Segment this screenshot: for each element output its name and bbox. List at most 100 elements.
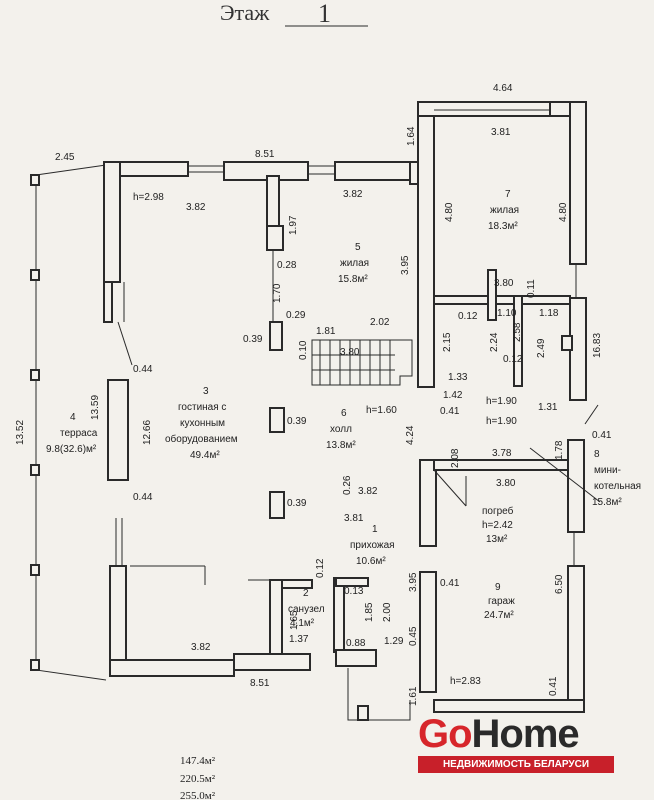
svg-text:9.8(32.6)м²: 9.8(32.6)м² [46, 444, 97, 455]
wall [567, 439, 585, 533]
wall [269, 579, 283, 655]
wall [433, 699, 585, 713]
dim-label: 1.70 [272, 283, 283, 303]
total-area-3: 255.0м² [180, 790, 216, 800]
svg-text:3: 3 [203, 386, 209, 397]
dim-label: 3.80 [340, 347, 360, 358]
dim-label: 8.51 [255, 149, 275, 160]
dim-label: 3.80 [496, 478, 516, 489]
room-3-label: 3 гостиная с кухонным оборудованием 49.4… [165, 386, 238, 461]
dim-label: 0.41 [440, 578, 460, 589]
dim-label: 1.65 [289, 610, 300, 630]
door-swing [433, 469, 467, 507]
dim-label: 1.42 [443, 390, 463, 401]
wall [269, 321, 283, 351]
dim-label: 0.41 [548, 676, 559, 696]
porch-outline [347, 668, 411, 721]
dim-label: 8.51 [250, 678, 270, 689]
logo-wordmark: GoHome [418, 712, 580, 756]
logo-tagline: НЕДВИЖИМОСТЬ БЕЛАРУСИ [418, 756, 614, 773]
wall [335, 577, 369, 587]
dim-label: 3.78 [492, 448, 512, 459]
svg-text:18.3м²: 18.3м² [488, 221, 518, 232]
column [107, 379, 129, 481]
leader-line [584, 404, 599, 425]
wall [333, 577, 345, 653]
svg-text:мини-: мини- [594, 465, 621, 476]
total-area-1: 147.4м² [180, 755, 216, 767]
svg-text:13м²: 13м² [486, 534, 508, 545]
dim-label: 3.82 [343, 189, 363, 200]
wall [513, 295, 523, 387]
dim-label: 0.10 [298, 340, 309, 360]
wall [103, 161, 121, 283]
svg-text:2: 2 [303, 588, 309, 599]
svg-text:8: 8 [594, 449, 600, 460]
stairs [311, 339, 413, 386]
wall [487, 269, 497, 321]
dim-label: 2.45 [55, 152, 75, 163]
dim-label: 4.80 [444, 202, 455, 222]
window [103, 281, 113, 323]
dim-label: 0.11 [526, 279, 537, 298]
dim-label: 2.49 [536, 338, 547, 358]
svg-text:жилая: жилая [490, 205, 519, 216]
dim-label: 4.80 [558, 202, 569, 222]
svg-text:жилая: жилая [340, 258, 369, 269]
room-5-label: 5 жилая 15.8м² [338, 242, 369, 285]
total-area-2: 220.5м² [180, 773, 216, 785]
dim-label: 3.95 [400, 255, 411, 275]
dim-label: h=1.60 [366, 405, 397, 416]
dim-label: 0.41 [440, 406, 460, 417]
dim-label: 3.82 [358, 486, 378, 497]
dim-label: 0.39 [287, 416, 307, 427]
column [269, 407, 285, 433]
door-swing [117, 321, 133, 366]
dim-label: 2.15 [442, 332, 453, 352]
floor-title-label: Этаж [220, 0, 270, 25]
dim-label: 3.95 [408, 572, 419, 592]
dim-label: h=2.98 [133, 192, 164, 203]
cellar-label: погреб h=2.42 13м² [482, 505, 514, 545]
dim-label: 1.18 [539, 308, 559, 319]
wall [233, 653, 311, 671]
svg-text:10.6м²: 10.6м² [356, 556, 386, 567]
wall [266, 175, 280, 227]
svg-text:оборудованием: оборудованием [165, 433, 238, 445]
dim-label: 13.59 [90, 395, 101, 420]
dim-label: 3.82 [186, 202, 206, 213]
svg-text:15.8м²: 15.8м² [592, 497, 622, 508]
dim-label: 0.29 [286, 310, 306, 321]
svg-text:гараж: гараж [488, 596, 515, 607]
dim-label: 3.82 [191, 642, 211, 653]
dim-label: 1.61 [408, 686, 419, 706]
svg-text:гостиная с: гостиная с [178, 402, 226, 413]
porch-post [357, 705, 369, 721]
room-1-label: 1 прихожая 10.6м² [350, 524, 395, 567]
dim-label: 1.37 [289, 634, 309, 645]
room-2-label: 2 санузел 4.1м² [288, 588, 325, 629]
terrace-post [30, 369, 40, 381]
wall [335, 649, 377, 667]
svg-text:5: 5 [355, 242, 361, 253]
svg-text:санузел: санузел [288, 604, 325, 615]
dim-label: 1.29 [384, 636, 404, 647]
svg-text:1: 1 [372, 524, 378, 535]
dim-label: 6.50 [554, 574, 565, 594]
column [269, 491, 285, 519]
room-8-label: 8 мини- котельная 15.8м² [592, 449, 641, 508]
leader-line [529, 447, 601, 503]
dim-label: 2.58 [512, 322, 523, 342]
terrace-post [30, 464, 40, 476]
dim-label: 1.78 [554, 440, 565, 460]
wall [567, 565, 585, 707]
room-6-label: 6 холл 13.8м² [326, 408, 356, 451]
dim-label: 0.28 [277, 260, 297, 271]
wall [569, 101, 587, 265]
dim-label: 0.39 [287, 498, 307, 509]
dim-label: 2.00 [382, 602, 393, 622]
wall [417, 101, 559, 117]
dim-label: 16.83 [592, 333, 603, 358]
svg-text:6: 6 [341, 408, 347, 419]
